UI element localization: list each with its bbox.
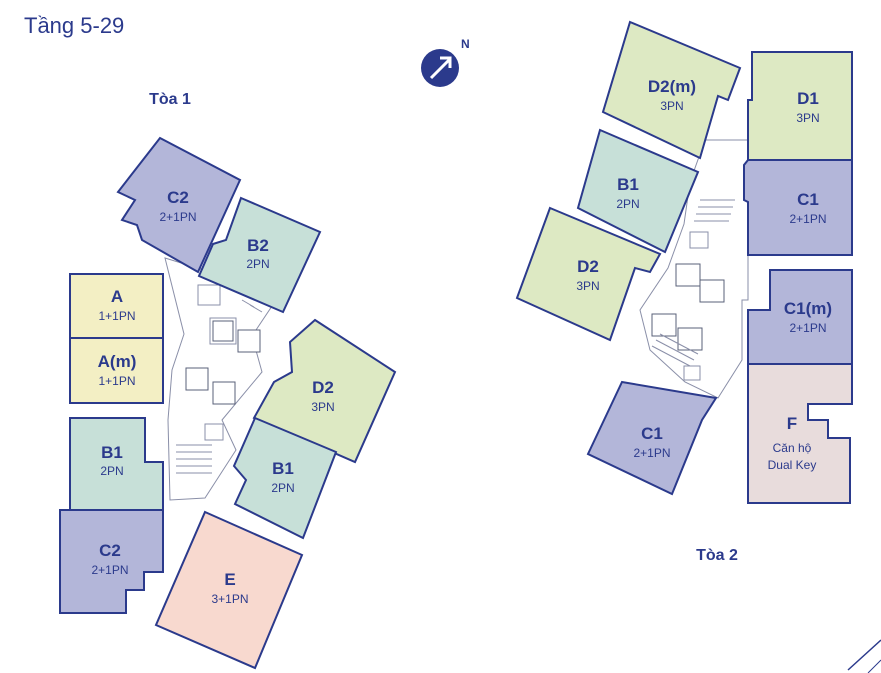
- unit-code: C1: [641, 424, 663, 443]
- unit-type: 3PN: [576, 279, 599, 293]
- unit-shape: [197, 196, 322, 314]
- unit-t1-e[interactable]: E 3+1PN: [154, 510, 304, 670]
- unit-type: 2+1PN: [159, 210, 196, 224]
- unit-t2-c1-m[interactable]: C1(m) 2+1PN: [747, 269, 853, 365]
- unit-t1-b2[interactable]: B2 2PN: [197, 196, 322, 314]
- unit-code: C1(m): [784, 299, 832, 318]
- unit-type: 3PN: [660, 99, 683, 113]
- unit-code: A: [111, 287, 123, 306]
- unit-t1-c2-top[interactable]: C2 2+1PN: [116, 136, 242, 274]
- unit-code: D2: [312, 378, 334, 397]
- unit-type: 2+1PN: [789, 212, 826, 226]
- unit-type: 2+1PN: [91, 563, 128, 577]
- unit-t1-b1-right[interactable]: B1 2PN: [232, 416, 338, 540]
- unit-shape: [743, 159, 853, 256]
- unit-type: 3PN: [311, 400, 334, 414]
- unit-code: F: [787, 414, 797, 433]
- unit-type: 2+1PN: [789, 321, 826, 335]
- unit-code: B2: [247, 236, 269, 255]
- unit-code: C2: [99, 541, 121, 560]
- unit-type: 3PN: [796, 111, 819, 125]
- unit-type: 1+1PN: [98, 309, 135, 323]
- unit-t1-d2[interactable]: D2 3PN: [252, 318, 397, 464]
- unit-type: 2PN: [246, 257, 269, 271]
- unit-shape: [59, 509, 164, 614]
- unit-t2-b1[interactable]: B1 2PN: [576, 128, 700, 254]
- unit-code: B1: [101, 443, 123, 462]
- unit-t1-c2-bottom[interactable]: C2 2+1PN: [59, 509, 164, 614]
- unit-code: D2(m): [648, 77, 696, 96]
- unit-shape: [116, 136, 242, 274]
- unit-type: 2+1PN: [633, 446, 670, 460]
- unit-code: A(m): [98, 352, 137, 371]
- north-label: N: [461, 37, 470, 51]
- unit-t1-a[interactable]: A 1+1PN: [69, 273, 164, 339]
- unit-code: D1: [797, 89, 819, 108]
- unit-type: Căn hộ: [773, 441, 812, 455]
- unit-code: B1: [272, 459, 294, 478]
- unit-code: D2: [577, 257, 599, 276]
- unit-shape: [232, 416, 338, 540]
- unit-shape: [747, 363, 853, 504]
- unit-type: 2PN: [616, 197, 639, 211]
- unit-shape: [586, 380, 718, 496]
- unit-type: 3+1PN: [211, 592, 248, 606]
- unit-t2-f[interactable]: F Căn hộ Dual Key: [747, 363, 853, 504]
- unit-t2-d1[interactable]: D1 3PN: [747, 51, 853, 161]
- unit-t2-c1-bottom[interactable]: C1 2+1PN: [586, 380, 718, 496]
- unit-shape: [515, 206, 662, 342]
- unit-type: 2PN: [100, 464, 123, 478]
- unit-code: B1: [617, 175, 639, 194]
- unit-type-line2: Dual Key: [768, 458, 817, 472]
- unit-code: C1: [797, 190, 819, 209]
- unit-shape: [601, 20, 742, 160]
- tower-1-label: Tòa 1: [149, 91, 191, 108]
- unit-code: E: [224, 570, 235, 589]
- unit-type: 1+1PN: [98, 374, 135, 388]
- page-title: Tầng 5-29: [24, 13, 124, 38]
- unit-shape: [69, 337, 164, 404]
- unit-shape: [69, 273, 164, 339]
- north-arrow-icon: [421, 49, 459, 87]
- unit-shape: [576, 128, 700, 254]
- unit-shape: [154, 510, 304, 670]
- unit-code: C2: [167, 188, 189, 207]
- unit-t2-d2[interactable]: D2 3PN: [515, 206, 662, 342]
- tower-1-core: [164, 257, 273, 501]
- unit-t1-b1-left[interactable]: B1 2PN: [69, 417, 164, 511]
- tower-2-core: [639, 139, 749, 399]
- unit-type: 2PN: [271, 481, 294, 495]
- unit-shape: [252, 318, 397, 464]
- tower-2-label: Tòa 2: [696, 547, 738, 564]
- unit-t1-a-m[interactable]: A(m) 1+1PN: [69, 337, 164, 404]
- unit-t2-c1-top[interactable]: C1 2+1PN: [743, 159, 853, 256]
- corner-decoration: [847, 639, 881, 673]
- unit-t2-d2-m[interactable]: D2(m) 3PN: [601, 20, 742, 160]
